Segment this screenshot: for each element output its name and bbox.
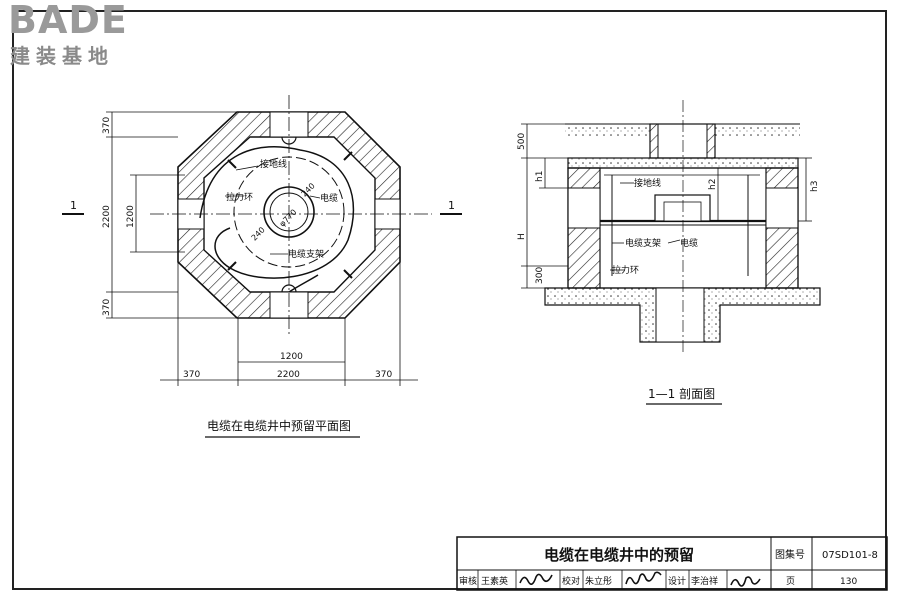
section-dim-h1: h1 xyxy=(535,171,545,182)
plan-dim-bottom-left-wall: 370 xyxy=(183,370,200,380)
section-dim-h3: h3 xyxy=(810,181,820,192)
plan-bottom-dimensions xyxy=(160,262,418,386)
plan-label-cable: 电缆 xyxy=(320,192,338,204)
plan-dim-bottom-total: 2200 xyxy=(277,370,300,380)
section-label-cable-support: 电缆支架 xyxy=(625,237,661,249)
reviewer-signature xyxy=(519,573,553,585)
plan-dim-bottom-wall: 370 xyxy=(102,299,112,316)
plan-view: 接地线 拉力环 电缆 电缆支架 φ770 240 240 1 1 370 220… xyxy=(62,95,462,438)
plan-cable-loop xyxy=(199,145,355,279)
plan-label-grounding-wire: 接地线 xyxy=(260,158,287,170)
title-block-page-no: 130 xyxy=(840,577,857,587)
plan-dim-bottom-right-wall: 370 xyxy=(375,370,392,380)
title-block-title: 电缆在电缆井中的预留 xyxy=(544,546,694,564)
title-block-page-label: 页 xyxy=(786,576,795,587)
title-block-design-label: 设计 xyxy=(668,575,686,587)
designer-signature xyxy=(730,576,761,587)
section-label-pull-ring: 拉力环 xyxy=(612,264,639,276)
title-block xyxy=(456,536,888,591)
title-block-atlas-no: 07SD101-8 xyxy=(822,550,878,561)
plan-left-dimensions xyxy=(106,111,237,319)
section-dim-h2: h2 xyxy=(708,179,718,190)
section-dim-H: H xyxy=(517,233,527,240)
title-block-reviewer: 王素英 xyxy=(481,575,508,587)
plan-dim-height-total: 2200 xyxy=(102,205,112,228)
section-caption: 1—1 剖面图 xyxy=(648,387,715,401)
section-label-cable: 电缆 xyxy=(680,237,698,249)
plan-dim-top-wall: 370 xyxy=(102,117,112,134)
section-view: 接地线 电缆支架 电缆 拉力环 500 h1 h2 h3 H 300 1—1 剖… xyxy=(517,100,821,405)
watermark-logo: BADE 建装基地 xyxy=(6,0,136,68)
section-left-dimensions xyxy=(521,123,812,289)
section-dim-bottom: 300 xyxy=(535,267,545,284)
section-label-grounding-wire: 接地线 xyxy=(634,177,661,189)
plan-label-pull-ring: 拉力环 xyxy=(226,191,253,203)
checker-signature xyxy=(625,571,662,585)
watermark-subtitle: 建装基地 xyxy=(10,44,114,68)
plan-dim-bottom-inner: 1200 xyxy=(280,352,303,362)
title-block-designer: 李治祥 xyxy=(691,575,718,587)
watermark-brand: BADE xyxy=(8,0,128,42)
plan-dim-height-inner: 1200 xyxy=(126,205,136,228)
plan-section-mark-left: 1 xyxy=(70,199,77,212)
plan-section-mark-right: 1 xyxy=(448,199,455,212)
title-block-checker: 朱立彤 xyxy=(585,575,612,587)
title-block-check-label: 校对 xyxy=(562,575,580,587)
drawing-border xyxy=(12,10,887,590)
plan-label-cable-support: 电缆支架 xyxy=(288,248,324,260)
title-block-review-label: 审核 xyxy=(459,575,477,587)
section-dim-top: 500 xyxy=(517,133,527,150)
title-block-atlas-label: 图集号 xyxy=(775,548,805,561)
plan-caption: 电缆在电缆井中预留平面图 xyxy=(207,418,351,433)
